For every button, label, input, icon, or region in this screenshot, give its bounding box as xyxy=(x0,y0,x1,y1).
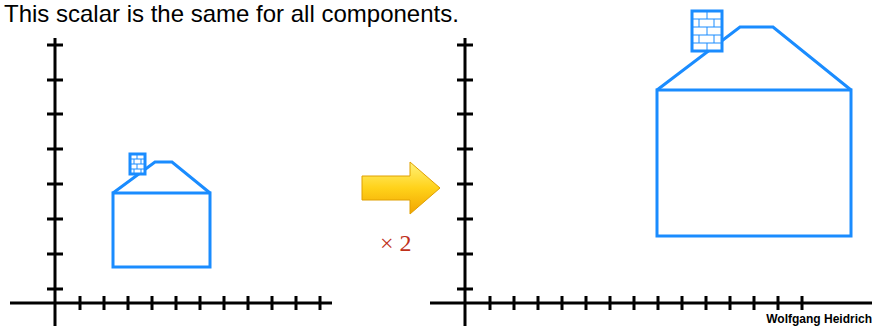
small-house xyxy=(113,154,210,267)
author-credit: Wolfgang Heidrich xyxy=(766,313,872,326)
slide-text: This scalar is the same for all componen… xyxy=(4,1,459,27)
left-axes xyxy=(10,38,332,326)
scale-arrow xyxy=(362,162,440,214)
large-house xyxy=(657,11,851,236)
scale-factor: × 2 xyxy=(380,230,412,256)
right-axes xyxy=(430,38,872,326)
